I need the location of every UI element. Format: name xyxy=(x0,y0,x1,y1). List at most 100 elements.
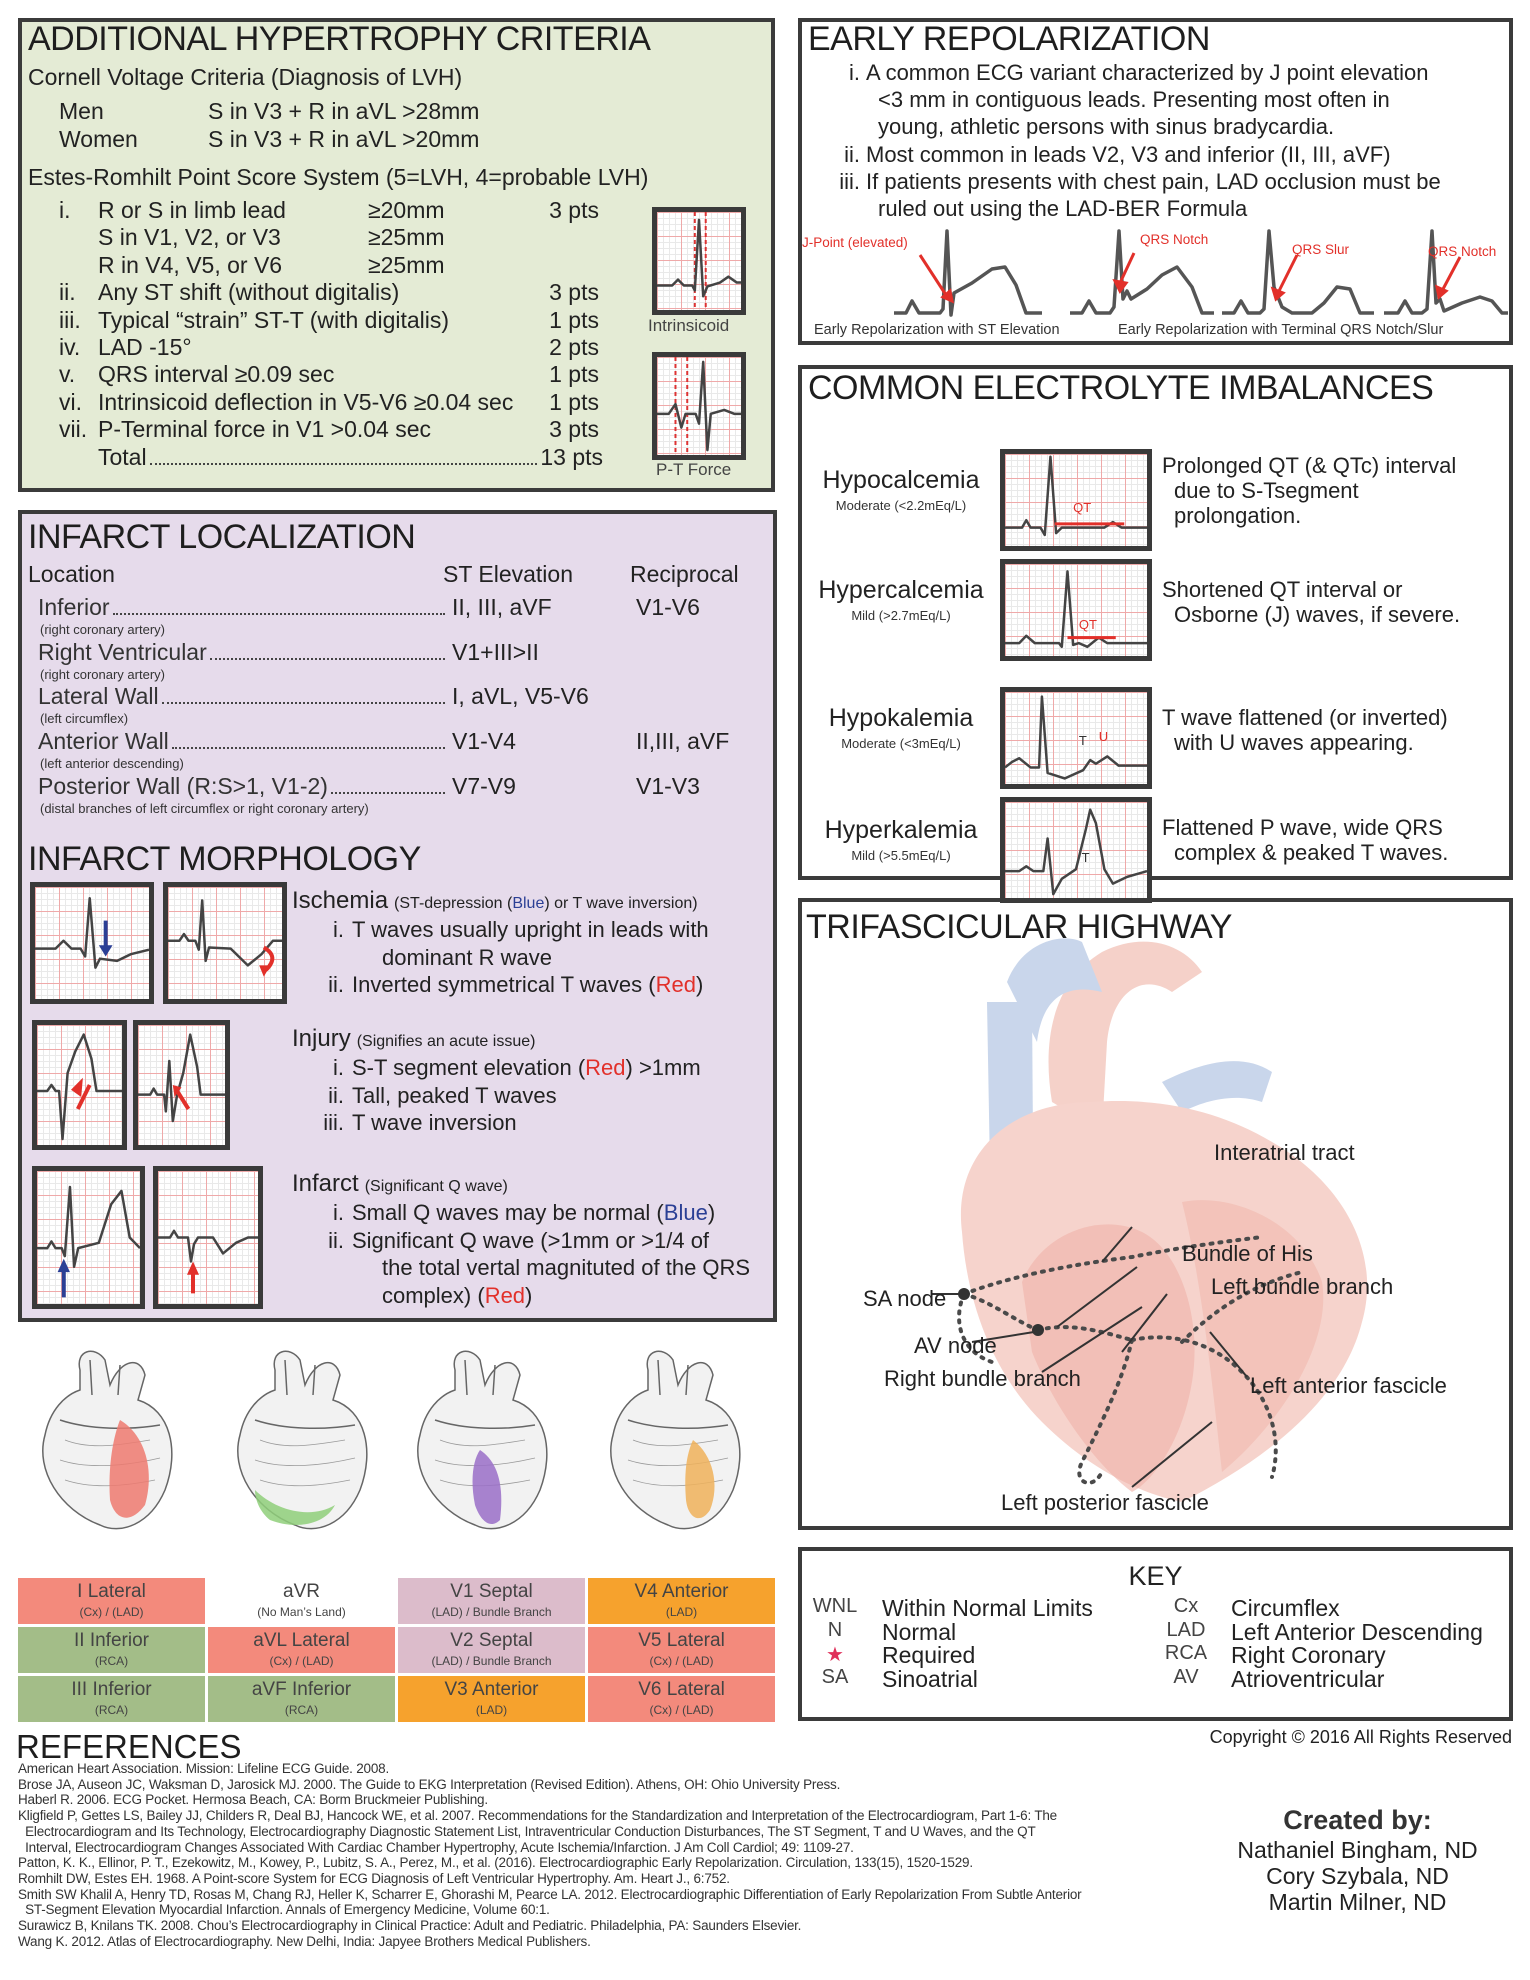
lead-name: V4 Anterior xyxy=(634,1581,729,1602)
wave-marker-qt: QT xyxy=(1073,500,1092,515)
lead-cell: V2 Septal(LAD) / Bundle Branch xyxy=(398,1627,585,1673)
wave-marker-t: T xyxy=(1078,733,1087,749)
text-segment: A common ECG variant characterized by J … xyxy=(866,60,1429,85)
condition-range: Moderate (<2.2mEq/L) xyxy=(835,498,967,513)
text-segment: ) xyxy=(707,1200,716,1225)
heart-illustration-2 xyxy=(215,1340,395,1535)
key-abbreviation: LAD xyxy=(1166,1618,1206,1641)
estes-title: Estes-Romhilt Point Score System (5=LVH,… xyxy=(28,164,649,190)
estes-threshold: ≥20mm xyxy=(368,197,445,223)
estes-criterion: P-Terminal force in V1 >0.04 sec xyxy=(98,416,432,443)
estes-criterion: S in V1, V2, or V3 xyxy=(98,224,281,251)
notch-trace-2 xyxy=(1384,229,1508,315)
condition-name: Hypokalemia xyxy=(828,704,974,732)
text-segment: (Signifies an acute issue) xyxy=(356,1033,536,1050)
artery-note: (left circumflex) xyxy=(40,711,129,727)
localization-row: Anterior Wall xyxy=(38,728,448,755)
reference-entry: Electrocardiogram and Its Technology, El… xyxy=(18,1823,1036,1839)
condition-name: Hypercalcemia xyxy=(818,576,984,604)
cornell-label: Women xyxy=(59,126,138,152)
morphology-item: S-T segment elevation (Red) >1mm xyxy=(352,1055,701,1081)
estes-numeral: i. xyxy=(59,197,71,223)
ecg-trace xyxy=(1005,692,1147,784)
cornell-title: Cornell Voltage Criteria (Diagnosis of L… xyxy=(28,64,463,90)
early-repolarization-title: EARLY REPOLARIZATION xyxy=(808,20,1210,58)
morphology-item: Tall, peaked T waves xyxy=(352,1083,557,1109)
lead-cell: I Lateral(Cx) / (LAD) xyxy=(18,1578,205,1624)
wave-marker-u: U xyxy=(1098,728,1109,744)
copyright: Copyright © 2016 All Rights Reserved xyxy=(1209,1727,1512,1747)
morphology-heading-injury: Injury(Signifies an acute issue) xyxy=(292,1025,535,1053)
label-left-posterior-fascicle: Left posterior fascicle xyxy=(1001,1490,1209,1515)
heart-outline-icon xyxy=(42,1350,173,1530)
text-segment: complex) ( xyxy=(382,1282,485,1308)
injury-st-elevation-figure xyxy=(32,1020,127,1150)
lead-artery: (LAD) / Bundle Branch xyxy=(431,1605,552,1619)
lead-cell: aVR(No Man’s Land) xyxy=(208,1578,395,1624)
annotation-j-point: J-Point (elevated) xyxy=(802,235,908,250)
lead-artery: (Cx) / (LAD) xyxy=(79,1605,144,1619)
key-abbreviation: RCA xyxy=(1164,1642,1208,1664)
text-segment: <3 mm in contiguous leads. Presenting mo… xyxy=(878,87,1390,113)
lead-cell: V6 Lateral(Cx) / (LAD) xyxy=(588,1676,775,1722)
heading-note: (Signifies an acute issue) xyxy=(357,1033,536,1050)
key-abbreviation: AV xyxy=(1173,1665,1199,1688)
reference-entry: Brose JA, Auseon JC, Waksman D, Jarosick… xyxy=(18,1776,841,1792)
reference-entry: Haberl R. 2006. ECG Pocket. Hermosa Beac… xyxy=(18,1792,488,1808)
key-definition: Normal xyxy=(882,1618,957,1645)
morphology-item: the total vertal magnituted of the QRS xyxy=(382,1255,750,1281)
estes-threshold: ≥25mm xyxy=(368,251,445,278)
infarct-small-q-figure xyxy=(32,1166,145,1309)
caption-terminal-notch-slur: Early Repolarization with Terminal QRS N… xyxy=(1118,322,1444,338)
notch-trace-1 xyxy=(1070,229,1214,315)
label-left-bundle-branch: Left bundle branch xyxy=(1211,1274,1394,1299)
repolarization-item: ruled out using the LAD-BER Formula xyxy=(878,196,1247,222)
intrinsicoid-ecg-figure xyxy=(652,207,746,315)
item-numeral: ii. xyxy=(328,972,344,997)
morphology-item: T waves usually upright in leads with xyxy=(352,917,709,943)
localization-row: Posterior Wall (R:S>1, V1-2) xyxy=(38,773,448,800)
label-bundle-of-his: Bundle of His xyxy=(1182,1241,1313,1266)
st-elevation-leads: V1-V4 xyxy=(452,728,516,755)
estes-points: 3 pts xyxy=(549,197,599,223)
condition-description: Osborne (J) waves, if severe. xyxy=(1174,602,1461,627)
electrolytes-title: COMMON ELECTROLYTE IMBALANCES xyxy=(808,369,1434,407)
morphology-item: complex) (Red) xyxy=(382,1283,532,1309)
heart-outline-icon xyxy=(237,1350,368,1530)
lead-cell: aVL Lateral(Cx) / (LAD) xyxy=(208,1627,395,1673)
heart-illustration-4 xyxy=(588,1340,768,1535)
ecg-trace xyxy=(1005,564,1147,656)
lead-name: V5 Lateral xyxy=(638,1630,725,1651)
intrinsicoid-label: Intrinsicoid xyxy=(648,316,730,335)
reciprocal-leads: V1-V3 xyxy=(636,772,700,799)
estes-criterion: R in V4, V5, or V6 xyxy=(98,251,283,278)
annotation-qrs-slur: QRS Slur xyxy=(1292,242,1350,257)
artery-note: (distal branches of left circumflex or r… xyxy=(40,800,369,816)
key-definition: Atrioventricular xyxy=(1231,1665,1385,1692)
lead-name: II Inferior xyxy=(74,1630,149,1651)
heart-outline-icon xyxy=(610,1350,741,1530)
dotted-leader xyxy=(171,747,445,750)
cornell-value: S in V3 + R in aVL >20mm xyxy=(208,126,480,152)
repolarization-item: <3 mm in contiguous leads. Presenting mo… xyxy=(878,87,1390,113)
ecg-trace xyxy=(1005,454,1147,546)
label-av-node: AV node xyxy=(914,1333,997,1358)
key-abbreviation: WNL xyxy=(812,1595,858,1617)
condition-range: Mild (>2.7mEq/L) xyxy=(851,608,951,623)
heading-note: (Significant Q wave) xyxy=(365,1178,508,1195)
text-segment: S-T segment elevation ( xyxy=(352,1055,586,1080)
estes-numeral: vi. xyxy=(59,388,82,415)
ecg-strip-hypocalcemia: QT xyxy=(1000,449,1152,551)
heart-illustration-3 xyxy=(395,1340,575,1535)
lead-artery: (RCA) xyxy=(94,1703,129,1717)
label-left-anterior-fascicle: Left anterior fascicle xyxy=(1250,1373,1447,1398)
text-segment: ) >1mm xyxy=(625,1055,701,1080)
reference-entry: Kligfield P, Gettes LS, Bailey JJ, Child… xyxy=(18,1808,1057,1824)
location-name: Right Ventricular xyxy=(38,638,207,665)
morphology-heading-infarct: Infarct(Significant Q wave) xyxy=(292,1170,508,1198)
lead-cell: V4 Anterior(LAD) xyxy=(588,1578,775,1624)
reference-entry: Patton, K. K., Ellinor, P. T., Ezekowitz… xyxy=(18,1855,973,1871)
